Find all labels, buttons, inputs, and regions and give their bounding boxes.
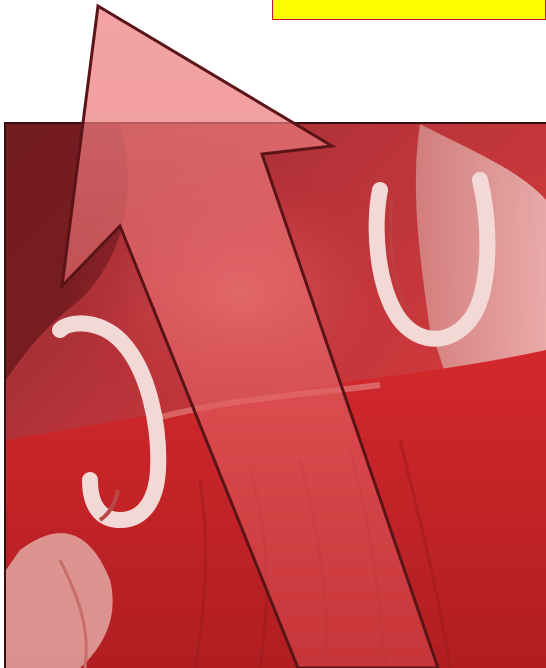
label-box: [272, 0, 546, 20]
